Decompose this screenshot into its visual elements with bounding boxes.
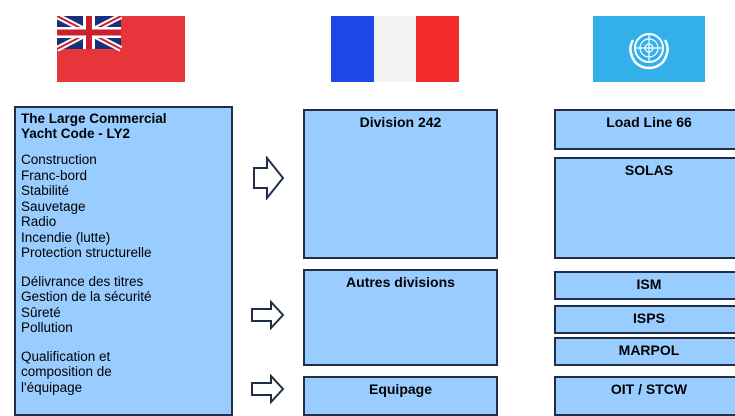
isps-label: ISPS xyxy=(633,310,665,326)
ism-box: ISM xyxy=(554,271,735,300)
ism-label: ISM xyxy=(636,276,662,292)
load-line-label: Load Line 66 xyxy=(606,114,692,130)
equipage-label: Equipage xyxy=(368,381,432,397)
red-ensign-flag-icon xyxy=(57,16,185,82)
marpol-label: MARPOL xyxy=(618,342,680,358)
ly2-item: Gestion de la sécurité xyxy=(21,289,152,304)
ly2-group-management: Délivrance des titres Gestion de la sécu… xyxy=(21,274,231,336)
marpol-box: MARPOL xyxy=(554,337,735,366)
division-242-box: Division 242 xyxy=(303,109,498,259)
ly2-item: Sûreté xyxy=(21,304,61,320)
solas-label: SOLAS xyxy=(624,162,674,178)
load-line-box: Load Line 66 xyxy=(554,109,735,150)
division-242-label: Division 242 xyxy=(359,114,442,130)
un-flag-icon xyxy=(593,16,705,82)
french-flag-icon xyxy=(331,16,459,82)
ly2-item: Sauvetage xyxy=(21,198,86,214)
ly2-code-box: The Large Commercial Yacht Code - LY2 Co… xyxy=(14,106,233,416)
arrow-right-icon xyxy=(251,300,285,330)
ly2-item: Protection structurelle xyxy=(21,245,152,260)
ly2-item: Franc-bord xyxy=(21,167,88,183)
arrow-right-icon xyxy=(253,156,285,200)
ly2-title-line2: Yacht Code - LY2 xyxy=(21,126,131,141)
ly2-item: Délivrance des titres xyxy=(21,273,144,289)
ly2-item: Radio xyxy=(21,214,57,229)
ly2-item: Pollution xyxy=(21,320,73,335)
ly2-group-crew: Qualification et composition de l'équipa… xyxy=(21,349,231,396)
arrow-right-icon xyxy=(251,374,285,404)
ly2-item: Qualification et xyxy=(21,348,111,364)
solas-box: SOLAS xyxy=(554,157,735,259)
ly2-item: l'équipage xyxy=(21,379,83,395)
ly2-group-technical: Construction Franc-bord Stabilité Sauvet… xyxy=(21,152,231,261)
ly2-item: Construction xyxy=(21,152,97,167)
oit-stcw-label: OIT / STCW xyxy=(610,381,688,397)
ly2-item: Incendie (lutte) xyxy=(21,229,111,245)
ly2-title: The Large Commercial Yacht Code - LY2 xyxy=(21,111,231,141)
ly2-item: composition de xyxy=(21,364,112,379)
autres-divisions-label: Autres divisions xyxy=(346,274,455,290)
ly2-title-line1: The Large Commercial xyxy=(21,111,167,126)
equipage-box: Equipage xyxy=(303,376,498,416)
ly2-item: Stabilité xyxy=(21,183,70,198)
autres-divisions-box: Autres divisions xyxy=(303,269,498,366)
isps-box: ISPS xyxy=(554,305,735,334)
oit-stcw-box: OIT / STCW xyxy=(554,376,735,416)
